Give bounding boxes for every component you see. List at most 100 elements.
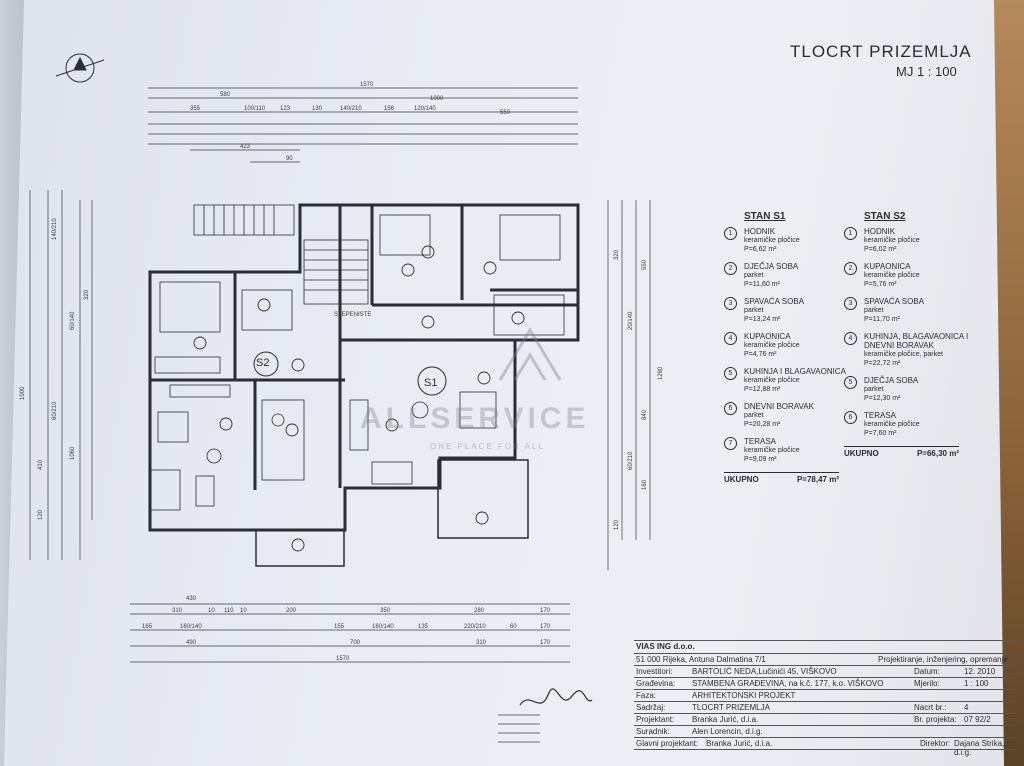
- room-area: P=12,30 m²: [864, 395, 901, 402]
- room-number: 1: [724, 227, 737, 240]
- room-material: keramičke pločice: [744, 237, 800, 244]
- dim-text: 123: [280, 106, 291, 112]
- room-material: keramičke pločice: [744, 377, 800, 384]
- title-block-row: Građevina: STAMBENA GRAĐEVINA, na k.č. 17…: [634, 678, 1016, 690]
- dim-text: 155: [334, 624, 345, 630]
- room-number: 3: [724, 297, 737, 310]
- dim-text: 100/110: [244, 106, 266, 112]
- dim-text: 160: [642, 479, 648, 490]
- room-name: SPAVAĆA SOBA: [744, 297, 805, 306]
- title-block-address-row: 51 000 Rijeka, Antuna Dalmatina 7/1 Proj…: [634, 654, 1016, 666]
- dim-text: 550: [642, 259, 648, 270]
- room-area: P=22,72 m²: [864, 360, 901, 367]
- dim-text: 1000: [430, 96, 444, 102]
- room-material: keramičke pločice: [864, 272, 920, 279]
- stair-label: STEPENISTE: [334, 312, 371, 318]
- row-value: Branka Jurić, d.i.a.: [706, 739, 773, 748]
- dim-text: 310: [172, 608, 183, 614]
- left-dimension-lines: [29, 190, 93, 560]
- dim-text: 700: [350, 640, 361, 646]
- dim-text: 20/140: [628, 311, 634, 330]
- dim-text: 140/210: [340, 106, 362, 112]
- room-area: P=11,70 m²: [864, 316, 900, 323]
- paper-sheet: [4, 0, 1004, 766]
- dim-text: 60/210: [628, 451, 634, 470]
- room-area: P=20,28 m²: [744, 421, 781, 428]
- dim-text: 220/210: [464, 624, 486, 630]
- room-area: P=9,09 m²: [744, 456, 777, 463]
- dim-text: 135: [418, 624, 429, 630]
- dim-text: 120/140: [414, 106, 436, 112]
- dim-text: 430: [186, 596, 197, 602]
- dim-text: 170: [540, 624, 551, 630]
- dim-text: 60: [510, 624, 517, 630]
- legend-s1-total: UKUPNO P=78,47 m²: [724, 472, 839, 484]
- room-area: P=7,60 m²: [864, 430, 897, 437]
- unit-label-s1: S1: [424, 377, 437, 389]
- row-key: Investitori:: [636, 667, 673, 676]
- room-material: keramičke pločice: [744, 447, 800, 454]
- row-value: ARHITEKTONSKI PROJEKT: [692, 691, 796, 700]
- row-key: Suradnik:: [636, 727, 670, 736]
- row-right-value: Dajana Strika, d.i.g.: [954, 739, 1005, 757]
- row-value: TLOCRT PRIZEMLJA: [692, 703, 770, 712]
- room-area: P=12,88 m²: [744, 386, 781, 393]
- dim-text: 350: [380, 608, 391, 614]
- dim-text: 160/140: [372, 624, 394, 630]
- legend-s1-title: STAN S1: [744, 211, 786, 222]
- title-block-row: Glavni projektant:Branka Jurić, d.i.a.Di…: [634, 738, 1016, 757]
- room-area: P=6,02 m²: [864, 246, 897, 253]
- right-dimension-texts: 1280 840 160 120 60/210 20/140 320 550: [614, 249, 664, 530]
- dim-text: 170: [540, 640, 551, 646]
- room-number: 7: [724, 437, 737, 450]
- room-number: 4: [844, 332, 857, 345]
- row-value: Alen Lorencin, d.i.g.: [692, 727, 763, 736]
- room-material: keramičke pločice, parket: [864, 351, 943, 358]
- dim-text: 355: [190, 106, 201, 112]
- room-number: 6: [724, 402, 737, 415]
- terraces: [255, 459, 529, 567]
- dim-text: 320: [614, 249, 620, 260]
- dim-text: 140/210: [52, 218, 58, 240]
- legend-s2-title: STAN S2: [864, 211, 906, 222]
- dim-text: 200: [286, 608, 297, 614]
- room-material: parket: [744, 412, 764, 419]
- row-value: Branka Jurić, d.i.a.: [692, 715, 759, 724]
- room-name: DJEČJA SOBA: [864, 376, 919, 385]
- room-area: P=11,60 m²: [744, 281, 780, 288]
- row-key: Glavni projektant:: [636, 739, 699, 748]
- dim-text: 320: [84, 289, 90, 300]
- row-right-value: 1 : 100: [964, 679, 989, 688]
- row-value: STAMBENA GRAĐEVINA, na k.č. 177, k.o. VI…: [692, 679, 884, 688]
- room-numbers: [193, 245, 525, 552]
- dim-text: 170: [540, 608, 551, 614]
- total-value: P=78,47 m²: [796, 475, 839, 484]
- north-arrow-icon: [55, 53, 105, 83]
- dim-text: 165: [142, 624, 153, 630]
- room-number: 2: [724, 262, 737, 275]
- dim-text: 423: [240, 144, 251, 150]
- top-dimension-lines: [148, 87, 578, 163]
- room-name: HODNIK: [744, 227, 776, 236]
- dim-text: 10: [208, 608, 215, 614]
- room-name: KUPAONICA: [864, 262, 911, 271]
- total-value: P=66,30 m²: [916, 449, 959, 458]
- total-label: UKUPNO: [724, 475, 759, 484]
- dim-text: 550: [500, 110, 511, 116]
- bottom-dimension-lines: [130, 603, 570, 663]
- watermark-subtext: ONE PLACE FOR ALL: [430, 442, 545, 451]
- legend-s2-total: UKUPNO P=66,30 m²: [844, 446, 959, 458]
- room-number: 3: [844, 297, 857, 310]
- dim-text: 60/140: [70, 311, 76, 330]
- row-key: Sadržaj:: [636, 703, 666, 712]
- row-key: Građevina:: [636, 679, 676, 688]
- row-right-key: Datum:: [914, 667, 940, 676]
- total-label: UKUPNO: [844, 449, 879, 458]
